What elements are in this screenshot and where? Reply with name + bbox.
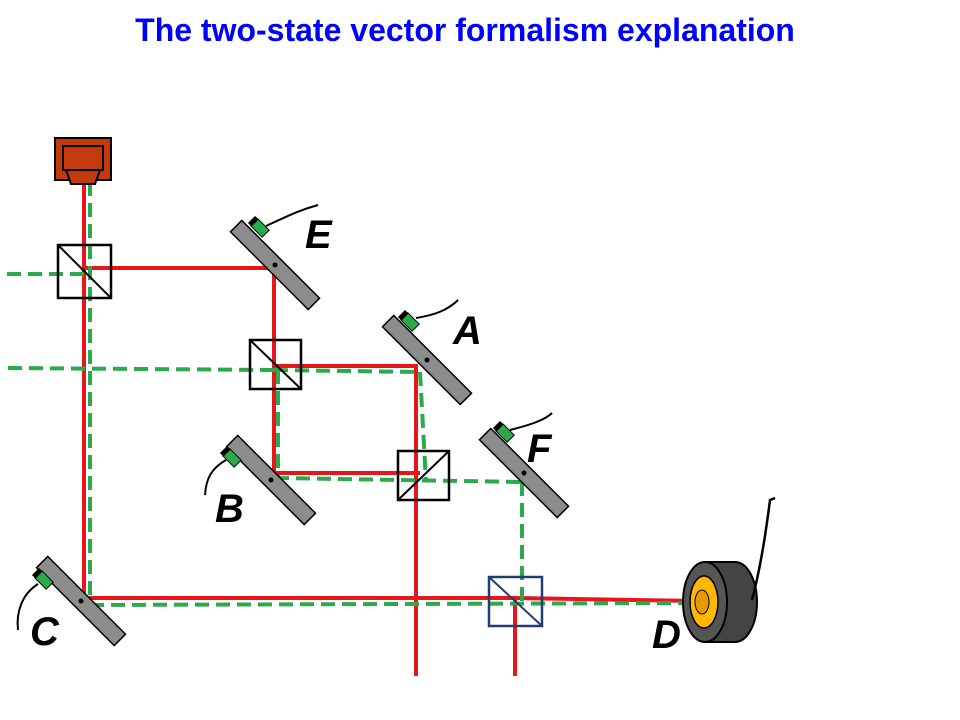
green-bs2-exit-left bbox=[7, 366, 275, 372]
mirror-b-wire bbox=[204, 459, 227, 496]
photon-detector-icon bbox=[682, 561, 758, 643]
label-c: C bbox=[30, 610, 60, 654]
mirror-c bbox=[35, 555, 127, 647]
mirror-f bbox=[478, 427, 570, 519]
label-a: A bbox=[452, 309, 482, 353]
label-b: B bbox=[215, 487, 244, 531]
mirror-e-sensor bbox=[247, 215, 270, 238]
green-mirror-c-to-detector bbox=[89, 601, 701, 607]
mirror-f-sensor bbox=[492, 420, 515, 443]
mirror-b-sensor bbox=[219, 445, 242, 468]
label-d: D bbox=[652, 613, 681, 657]
mirror-e-wire bbox=[265, 204, 319, 227]
green-bs2-to-mirror-b bbox=[276, 370, 523, 484]
detector-wire bbox=[750, 496, 776, 601]
page-title: The two-state vector formalism explanati… bbox=[135, 12, 795, 48]
mirror-a bbox=[381, 314, 473, 406]
laser-source-icon bbox=[54, 137, 112, 185]
beam-splitter-bs3 bbox=[396, 449, 451, 502]
beam-splitter-bs4 bbox=[487, 575, 544, 628]
beam-mirror-c-to-detector bbox=[84, 596, 701, 603]
label-f: F bbox=[527, 427, 553, 471]
mirror-a-wire bbox=[415, 299, 459, 319]
mirror-b bbox=[225, 434, 317, 526]
mirror-e bbox=[229, 219, 321, 311]
mirror-f-wire bbox=[509, 412, 553, 431]
beam-bs2-to-mirror-a bbox=[274, 364, 418, 676]
green-mirror-a-down bbox=[418, 371, 428, 483]
mirror-a-sensor bbox=[397, 309, 420, 332]
green-bs2-to-mirror-a bbox=[273, 368, 421, 374]
beam-splitter-bs2 bbox=[248, 338, 303, 391]
mirror-c-sensor bbox=[31, 567, 54, 590]
label-e: E bbox=[305, 213, 333, 257]
mirror-c-wire bbox=[16, 583, 39, 631]
beam-splitter-bs1 bbox=[56, 243, 113, 300]
